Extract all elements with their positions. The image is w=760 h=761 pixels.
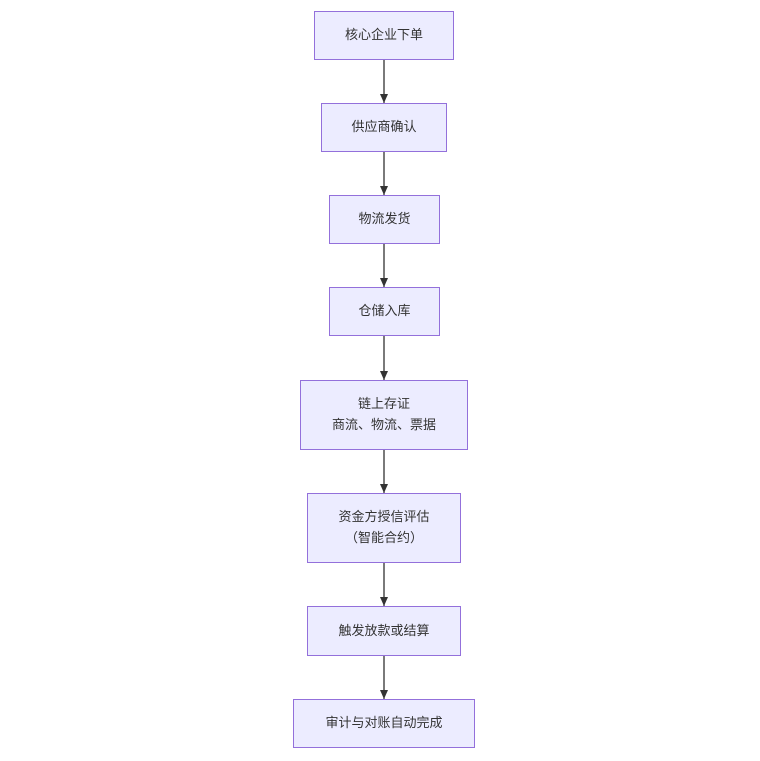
node-label: 资金方授信评估: [338, 510, 430, 525]
node-label: 核心企业下单: [344, 28, 423, 43]
node-label: 触发放款或结算: [338, 623, 430, 639]
node-supplier-confirm: 供应商确认: [321, 103, 447, 152]
node-sublabel: （智能合约）: [344, 531, 423, 546]
node-label: 链上存证: [357, 397, 410, 412]
node-label: 供应商确认: [351, 120, 417, 135]
node-core-enterprise-order: 核心企业下单: [314, 11, 454, 60]
node-label: 仓储入库: [358, 304, 411, 319]
node-label: 物流发货: [358, 212, 411, 227]
node-on-chain-evidence: 链上存证 商流、物流、票据: [300, 380, 468, 450]
node-sublabel: 商流、物流、票据: [331, 418, 436, 433]
node-trigger-settlement: 触发放款或结算: [307, 606, 461, 656]
node-logistics-shipping: 物流发货: [329, 195, 440, 244]
node-label: 审计与对账自动完成: [325, 716, 443, 731]
node-credit-assessment: 资金方授信评估 （智能合约）: [307, 493, 461, 563]
node-warehouse-inbound: 仓储入库: [329, 287, 440, 336]
node-audit-reconciliation: 审计与对账自动完成: [293, 699, 475, 748]
